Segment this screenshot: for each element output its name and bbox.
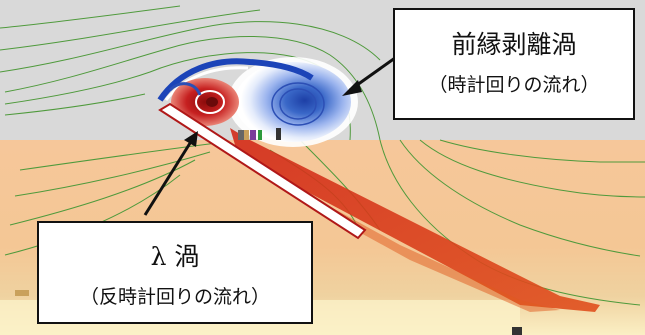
shear-layer-inner bbox=[164, 66, 249, 101]
artifact-bar bbox=[512, 327, 522, 335]
leading-edge-vortex-subtitle: （時計回りの流れ） bbox=[428, 74, 600, 96]
artifact-bar bbox=[15, 290, 29, 296]
artifact-bar bbox=[238, 130, 244, 140]
clockwise-vortex-contours bbox=[271, 82, 325, 126]
secondary-vortex bbox=[168, 82, 202, 96]
clockwise-vortex-core bbox=[235, 62, 351, 142]
counterclockwise-vortex-ring bbox=[195, 90, 225, 114]
lambda-vortex-title: λ 渦 bbox=[150, 242, 200, 271]
artifact-bar bbox=[276, 128, 281, 140]
leading-edge-vortex-callout: 前縁剥離渦 （時計回りの流れ） bbox=[393, 8, 635, 120]
artifact-bar bbox=[244, 130, 249, 140]
lambda-vortex-callout: λ 渦 （反時計回りの流れ） bbox=[37, 221, 313, 324]
lambda-vortex-subtitle: （反時計回りの流れ） bbox=[79, 286, 270, 308]
shear-layer-outer bbox=[157, 58, 314, 102]
counterclockwise-vortex bbox=[171, 78, 239, 126]
arrow-to-lambda-vortex bbox=[143, 131, 198, 216]
arrow-to-leading-edge-vortex bbox=[342, 56, 396, 96]
wing-plate bbox=[158, 102, 367, 240]
leading-edge-vortex-title: 前縁剥離渦 bbox=[451, 30, 577, 59]
artifact-bar bbox=[250, 130, 256, 140]
artifact-bar bbox=[258, 130, 262, 140]
counterclockwise-vortex-center bbox=[206, 97, 218, 107]
